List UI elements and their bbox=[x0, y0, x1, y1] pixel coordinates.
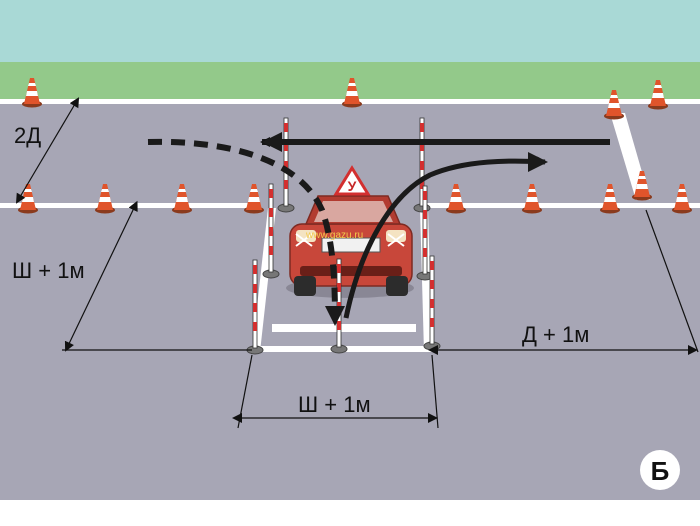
figure-badge: Б bbox=[640, 450, 680, 490]
label-d: Д + 1м bbox=[522, 322, 589, 347]
arrow-reverse-dashed bbox=[147, 138, 340, 320]
car-watermark: www.gazu.ru bbox=[305, 230, 363, 241]
sky bbox=[0, 0, 700, 62]
label-2d: 2Д bbox=[14, 123, 41, 148]
dim-ext-far bbox=[645, 209, 699, 353]
learner-sign-letter: У bbox=[348, 178, 357, 194]
arrowhead-left bbox=[262, 132, 282, 152]
movement-arrows bbox=[147, 137, 610, 320]
label-w-bottom: Ш + 1м bbox=[298, 392, 371, 417]
arrow-exit bbox=[343, 156, 547, 319]
dim-line-2d bbox=[15, 97, 80, 204]
label-w-left: Ш + 1м bbox=[12, 258, 85, 283]
arrowhead-right bbox=[528, 152, 548, 172]
arrowhead-down bbox=[325, 306, 345, 326]
dim-line-w-left bbox=[64, 200, 138, 352]
bottom-margin bbox=[0, 500, 700, 526]
dimension-lines bbox=[15, 97, 699, 429]
badge-letter: Б bbox=[651, 456, 670, 486]
learner-driver-sign-icon: У bbox=[333, 165, 371, 196]
